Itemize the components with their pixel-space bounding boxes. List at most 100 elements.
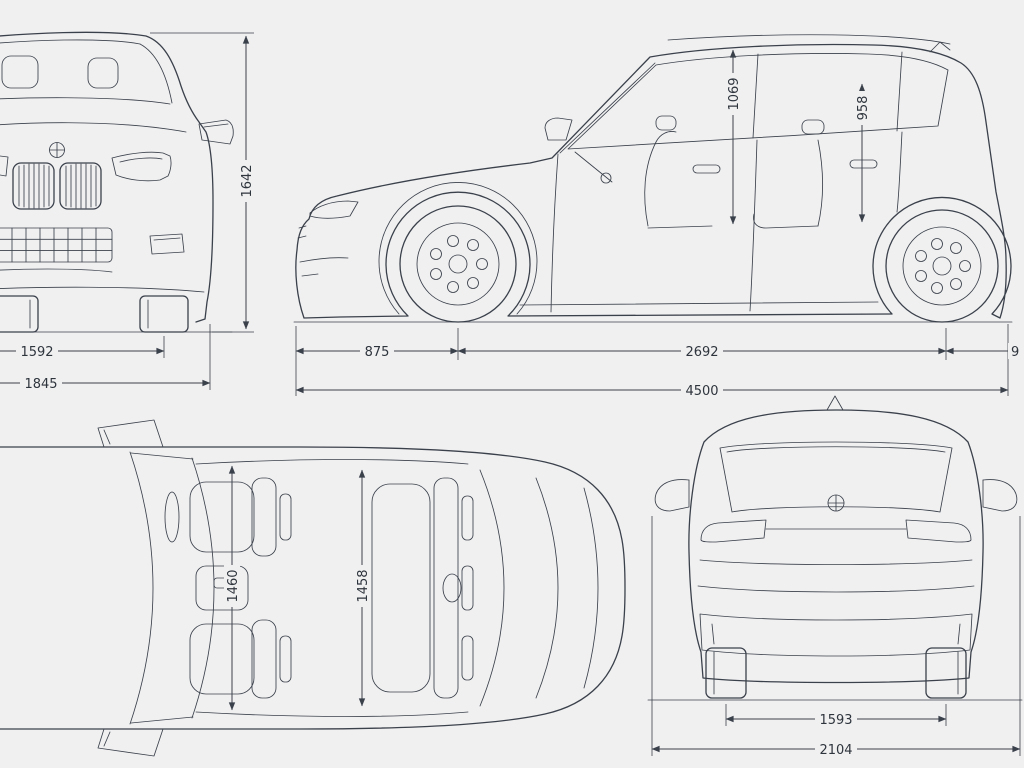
top-front-seat-right	[189, 619, 292, 699]
side-door-seam-front	[550, 153, 559, 313]
rear-view: 1593 2104	[647, 395, 1023, 758]
front-cowl-line	[0, 97, 171, 105]
top-roof-edge-top	[195, 459, 469, 465]
top-body-outline	[0, 446, 626, 730]
front-windshield-top	[0, 39, 141, 45]
front-headrests	[1, 55, 119, 89]
side-roof-antenna-icon	[929, 41, 951, 53]
top-view: 1460 1458	[0, 419, 626, 757]
top-steering-wheel	[164, 491, 180, 543]
dim-overall-height-value: 1642	[240, 164, 255, 197]
dim-front-track-value: 1592	[20, 345, 53, 360]
dim-front-interior-width-value: 1460	[226, 569, 241, 602]
side-windshield	[559, 62, 656, 154]
dim-rear-interior-width-value: 1458	[356, 569, 371, 602]
side-extension-lines	[295, 324, 1009, 396]
rear-wheel-left	[705, 647, 747, 699]
top-hatch-arc	[535, 477, 559, 699]
front-wheel-right	[139, 295, 189, 333]
front-bumper-crease	[0, 268, 113, 273]
front-kidney-grille	[12, 162, 102, 210]
rear-mirror-left	[654, 479, 690, 512]
top-mirror-top	[97, 419, 164, 448]
front-bumper-bottom	[0, 286, 205, 293]
rear-body-outline	[688, 409, 984, 684]
dim-overall-length-value: 4500	[685, 384, 718, 399]
top-spoiler-arc	[583, 487, 599, 689]
side-door-handle-rear	[849, 159, 878, 169]
top-front-seat-left	[189, 477, 292, 557]
side-front-arch-cladding	[378, 182, 538, 315]
dim-front-interior-height-value: 1069	[727, 77, 742, 110]
rear-bumper-top	[697, 585, 975, 593]
rear-taillight-left	[700, 519, 767, 543]
dim-overall-width: 1845	[0, 324, 211, 392]
dim-front-interior-height: 1069	[725, 49, 742, 225]
dim-rear-interior-width: 1458	[354, 469, 371, 707]
dim-rear-interior-height: 958	[854, 83, 871, 223]
front-headlight-right	[111, 151, 172, 182]
dim-rear-interior-height-value: 958	[856, 96, 871, 121]
front-wheel-left	[0, 295, 39, 333]
dim-front-track: 1592	[0, 336, 165, 360]
dim-wheelbase: 2692	[457, 343, 947, 360]
dim-overall-length: 4500	[295, 382, 1009, 399]
rear-bmw-roundel-icon	[827, 494, 845, 512]
rear-lower-trim	[699, 613, 973, 657]
rear-tailgate-crease	[699, 559, 973, 565]
top-a-pillar-top	[130, 452, 194, 460]
front-fog-inlet-right	[149, 233, 185, 255]
side-rocker-line	[519, 301, 879, 306]
dim-rear-overhang-partial: 9	[945, 343, 1024, 360]
side-b-pillar	[752, 53, 759, 139]
dim-rear-overhang-partial-value: 9	[1011, 345, 1019, 360]
side-view: 1069 958 875 2692	[293, 34, 1024, 399]
side-front-bumper-details	[297, 225, 349, 277]
top-roof-edge-bottom	[195, 711, 469, 717]
front-body-outline	[0, 31, 214, 323]
rear-taillight-right	[905, 519, 972, 543]
side-greenhouse	[567, 53, 949, 150]
rear-window	[719, 441, 953, 513]
side-mirror	[544, 117, 573, 141]
rear-antenna-icon	[826, 395, 844, 411]
dim-overall-height: 1642	[150, 32, 255, 333]
front-headlight-left	[0, 155, 9, 177]
top-rear-bench	[371, 477, 474, 699]
top-rear-window-arc	[479, 469, 505, 707]
dim-front-overhang: 875	[295, 343, 459, 360]
top-antenna-icon	[442, 573, 462, 603]
side-roof-rail	[667, 34, 951, 45]
dim-width-incl-mirrors: 2104	[651, 516, 1021, 758]
front-a-pillar	[139, 43, 173, 104]
front-bmw-roundel-icon	[49, 142, 65, 158]
top-a-pillar-bottom	[130, 716, 194, 724]
side-rear-wheel	[885, 209, 999, 323]
dim-front-overhang-value: 875	[365, 345, 390, 360]
side-door-handle-front	[692, 164, 721, 174]
side-interior	[574, 115, 825, 229]
rear-reflectors	[711, 623, 961, 645]
top-mirror-bottom	[97, 728, 164, 757]
side-door-seam-rear	[896, 131, 903, 213]
front-hood-line	[0, 122, 187, 133]
dim-width-incl-mirrors-value: 2104	[819, 743, 852, 758]
front-view: 1642 1592 1845	[0, 31, 255, 392]
top-windshield-arc	[191, 457, 215, 719]
top-cowl-arc	[129, 451, 154, 725]
side-c-pillar	[896, 51, 903, 132]
front-lower-intake-grid	[0, 227, 113, 263]
dim-rear-track: 1593	[725, 704, 947, 728]
rear-mirror-right	[982, 479, 1018, 512]
dim-front-interior-width: 1460	[224, 465, 241, 711]
side-door-seam-mid	[749, 139, 758, 312]
side-body-outline	[295, 43, 1012, 319]
front-mirror-right	[198, 119, 234, 145]
dim-overall-width-value: 1845	[24, 377, 57, 392]
rear-wheel-right	[925, 647, 967, 699]
rear-window-inner-line	[726, 446, 946, 453]
side-headlight	[309, 200, 359, 219]
dim-rear-track-value: 1593	[819, 713, 852, 728]
